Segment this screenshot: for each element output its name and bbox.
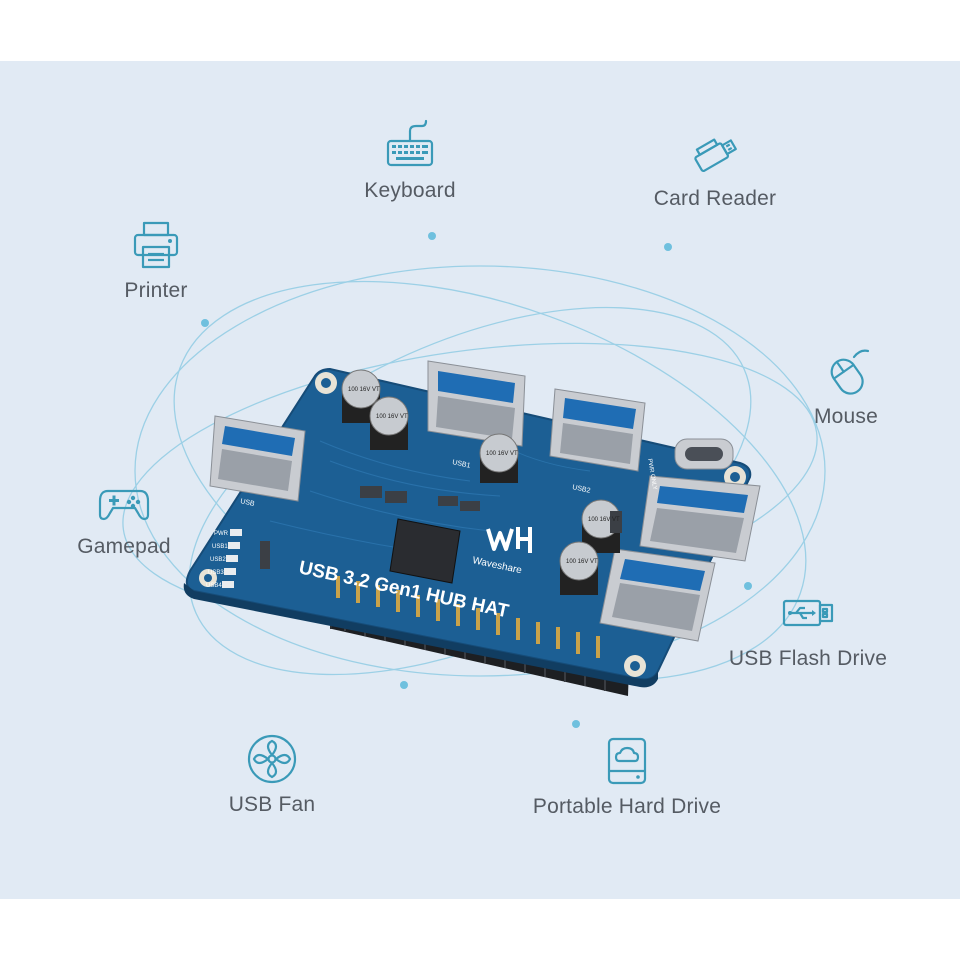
waveshare-logo bbox=[486, 527, 532, 553]
status-leds bbox=[222, 529, 242, 588]
capacitor-text: 100 16V VT bbox=[566, 559, 598, 565]
fan-icon bbox=[247, 734, 297, 784]
device-label: Keyboard bbox=[364, 179, 456, 202]
port-label-usb2: USB2 bbox=[572, 484, 591, 495]
usb-flash-drive-icon bbox=[782, 599, 834, 627]
capacitors bbox=[341, 369, 621, 595]
device-mouse: Mouse bbox=[736, 343, 956, 429]
gamepad-icon bbox=[98, 489, 150, 521]
device-card-reader: Card Reader bbox=[605, 125, 825, 211]
printer-icon bbox=[133, 221, 179, 269]
gpio-pins bbox=[336, 576, 600, 658]
usb-port-usb2 bbox=[549, 388, 646, 472]
led-label-usb3: USB3 bbox=[208, 570, 224, 576]
device-printer: Printer bbox=[46, 217, 266, 303]
led-label-pwr: PWR bbox=[214, 531, 229, 537]
device-label: USB Fan bbox=[228, 793, 316, 816]
device-label: Portable Hard Drive bbox=[532, 795, 722, 818]
device-portable-hard-drive: Portable Hard Drive bbox=[517, 733, 737, 819]
usb-port-right-1 bbox=[639, 475, 761, 562]
capacitor-text: 100 16V VT bbox=[348, 387, 380, 393]
usb-c-port bbox=[674, 438, 734, 470]
usb-port-left bbox=[209, 415, 306, 502]
capacitor-text: 100 16V VT bbox=[376, 414, 408, 420]
smd-components bbox=[260, 486, 622, 569]
port-label-pwr-only: PWR ONLY bbox=[646, 458, 657, 490]
led-label-usb4: USB4 bbox=[206, 583, 222, 589]
device-label: Printer bbox=[124, 279, 188, 302]
port-label-usb1: USB1 bbox=[452, 459, 471, 470]
capacitor-text: 100 16V VT bbox=[588, 517, 620, 523]
device-usb-fan: USB Fan bbox=[162, 731, 382, 817]
port-label-usb: USB bbox=[240, 498, 256, 508]
hard-drive-icon bbox=[607, 737, 647, 785]
product-scene: Keyboard Card Reader bbox=[0, 61, 960, 899]
device-label: Gamepad bbox=[77, 535, 171, 558]
usb-port-right-2 bbox=[599, 548, 716, 642]
device-usb-flash-drive: USB Flash Drive bbox=[698, 585, 918, 671]
device-keyboard: Keyboard bbox=[300, 117, 520, 203]
usb-port-usb1 bbox=[427, 360, 526, 447]
capacitor-text: 100 16V VT bbox=[486, 451, 518, 457]
device-label: Mouse bbox=[813, 405, 879, 428]
device-gamepad: Gamepad bbox=[14, 473, 234, 559]
keyboard-icon bbox=[386, 119, 434, 167]
capacitor-markings: 100 16V VT 100 16V VT 100 16V VT 100 16V… bbox=[348, 387, 620, 565]
led-label-usb2: USB2 bbox=[210, 557, 226, 563]
mouse-icon bbox=[830, 349, 870, 395]
card-reader-icon bbox=[694, 138, 737, 173]
device-label: Card Reader bbox=[653, 187, 777, 210]
usb-hub-hat-board: USB 3.2 Gen1 HUB HAT Waveshare USB USB1 … bbox=[183, 360, 761, 696]
device-label: USB Flash Drive bbox=[728, 647, 888, 670]
hub-controller-chip bbox=[389, 518, 461, 584]
led-label-usb1: USB1 bbox=[212, 544, 228, 550]
